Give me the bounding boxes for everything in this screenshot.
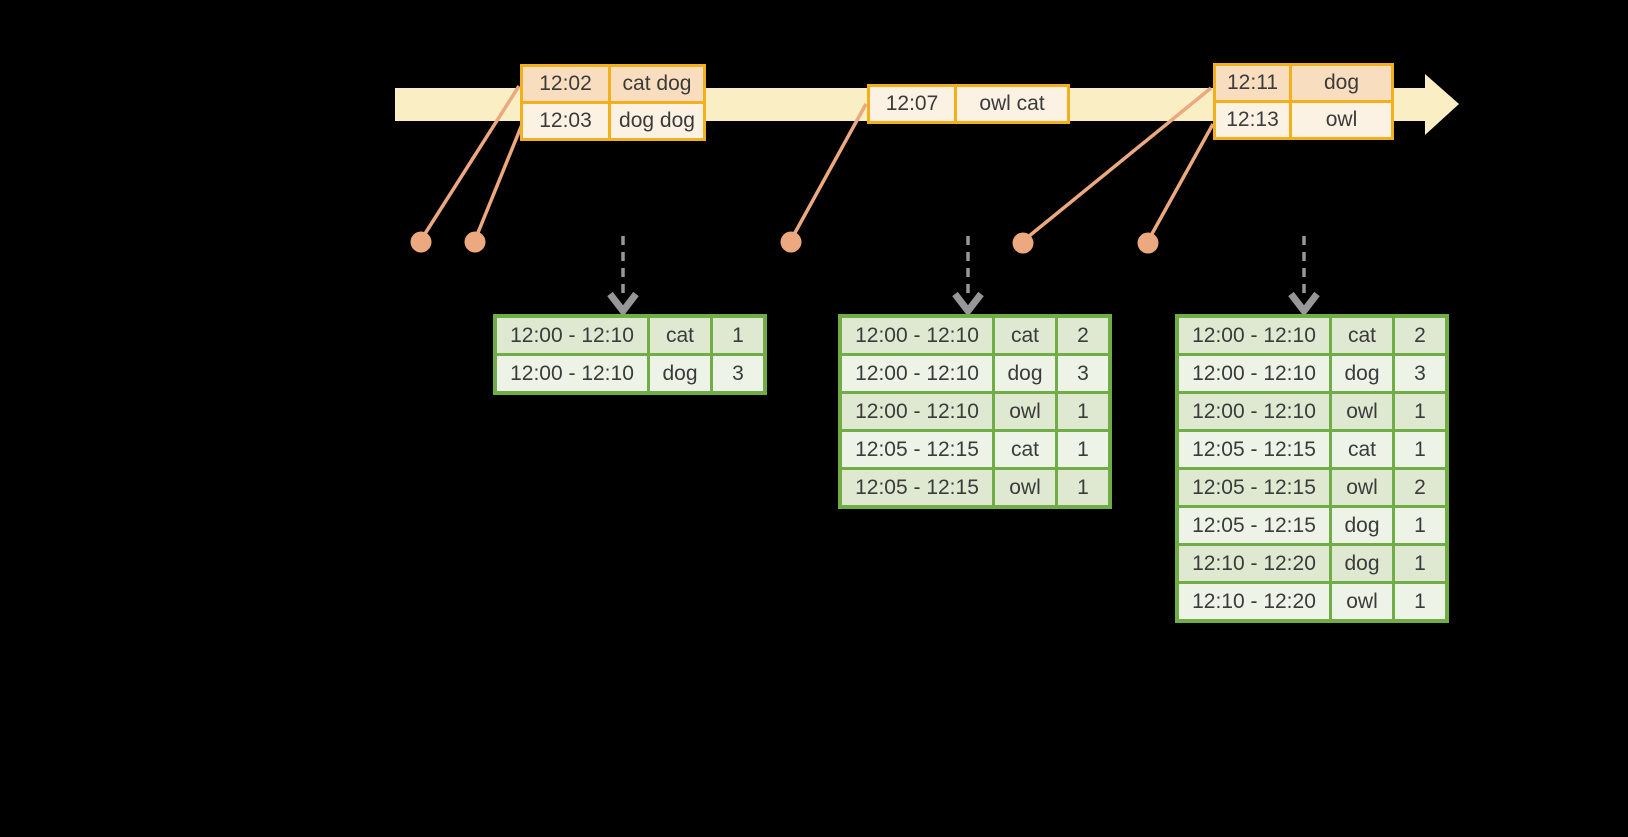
event-table-1-words-cell: cat dog — [611, 67, 703, 101]
result-table-2-count-cell: 1 — [1058, 432, 1108, 467]
event-table-1-time-cell: 12:02 — [523, 67, 608, 101]
result-table-2-word-cell: cat — [995, 432, 1055, 467]
result-table-2-window-cell: 12:05 - 12:15 — [842, 470, 992, 505]
event-dot-1213 — [1137, 232, 1159, 254]
connector-line-1213 — [1146, 123, 1215, 242]
connector-line-1203 — [473, 121, 525, 241]
result-table-2-count-cell: 2 — [1058, 318, 1108, 353]
result-table-1-word-cell: cat — [650, 318, 710, 353]
result-table-1-window-cell: 12:00 - 12:10 — [497, 318, 647, 353]
trigger-arrow-2 — [952, 236, 984, 317]
result-table-2-window-cell: 12:00 - 12:10 — [842, 394, 992, 429]
result-table-3-word-cell: cat — [1332, 432, 1392, 467]
result-table-1-word-cell: dog — [650, 356, 710, 391]
event-dot-1202 — [410, 231, 432, 253]
event-table-1-words-cell: dog dog — [611, 104, 703, 138]
event-table-1-time-cell: 12:03 — [523, 104, 608, 138]
result-table-3-count-cell: 1 — [1395, 508, 1445, 543]
connector-line-1207 — [789, 103, 868, 241]
event-table-2-words-cell: owl cat — [957, 87, 1067, 121]
result-table-3-count-cell: 2 — [1395, 470, 1445, 505]
result-table-3-window-cell: 12:10 - 12:20 — [1179, 584, 1329, 619]
result-table-2-word-cell: dog — [995, 356, 1055, 391]
result-table-3-word-cell: owl — [1332, 584, 1392, 619]
result-table-1-count-cell: 3 — [713, 356, 763, 391]
result-table-3-count-cell: 2 — [1395, 318, 1445, 353]
result-table-3-count-cell: 3 — [1395, 356, 1445, 391]
timeline-arrowhead-icon — [1425, 74, 1459, 135]
result-table-2-window-cell: 12:05 - 12:15 — [842, 432, 992, 467]
result-table-3-window-cell: 12:10 - 12:20 — [1179, 546, 1329, 581]
event-table-3-time-cell: 12:13 — [1216, 103, 1289, 137]
event-dot-1203 — [464, 231, 486, 253]
result-table-3-word-cell: dog — [1332, 546, 1392, 581]
event-dot-1207 — [780, 231, 802, 253]
result-table-3-count-cell: 1 — [1395, 394, 1445, 429]
result-table-3-window-cell: 12:05 - 12:15 — [1179, 432, 1329, 467]
result-table-2-window-cell: 12:00 - 12:10 — [842, 318, 992, 353]
result-table-2-count-cell: 1 — [1058, 470, 1108, 505]
result-table-3-count-cell: 1 — [1395, 546, 1445, 581]
event-dot-1211 — [1012, 232, 1034, 254]
result-table-1-window-cell: 12:00 - 12:10 — [497, 356, 647, 391]
result-table-2-count-cell: 1 — [1058, 394, 1108, 429]
result-table-2-word-cell: cat — [995, 318, 1055, 353]
result-table-2-word-cell: owl — [995, 470, 1055, 505]
connector-line-1211 — [1021, 86, 1213, 243]
result-table-3-count-cell: 1 — [1395, 584, 1445, 619]
trigger-arrow-3 — [1288, 236, 1320, 317]
result-table-3-word-cell: cat — [1332, 318, 1392, 353]
result-table-3-window-cell: 12:05 - 12:15 — [1179, 470, 1329, 505]
result-table-3-word-cell: owl — [1332, 394, 1392, 429]
result-table-3-window-cell: 12:05 - 12:15 — [1179, 508, 1329, 543]
trigger-arrow-1 — [607, 236, 639, 317]
result-table-2-word-cell: owl — [995, 394, 1055, 429]
result-table-3-window-cell: 12:00 - 12:10 — [1179, 356, 1329, 391]
result-table-3-word-cell: owl — [1332, 470, 1392, 505]
result-table-3-word-cell: dog — [1332, 356, 1392, 391]
result-table-1-count-cell: 1 — [713, 318, 763, 353]
result-table-2-count-cell: 3 — [1058, 356, 1108, 391]
result-table-3-window-cell: 12:00 - 12:10 — [1179, 394, 1329, 429]
result-table-3-count-cell: 1 — [1395, 432, 1445, 467]
result-table-3-word-cell: dog — [1332, 508, 1392, 543]
result-table-3-window-cell: 12:00 - 12:10 — [1179, 318, 1329, 353]
event-table-2-time-cell: 12:07 — [870, 87, 954, 121]
connector-line-1202 — [419, 85, 521, 241]
event-table-3-time-cell: 12:11 — [1216, 66, 1289, 100]
result-table-2-window-cell: 12:00 - 12:10 — [842, 356, 992, 391]
event-table-3-words-cell: owl — [1292, 103, 1391, 137]
event-table-3-words-cell: dog — [1292, 66, 1391, 100]
